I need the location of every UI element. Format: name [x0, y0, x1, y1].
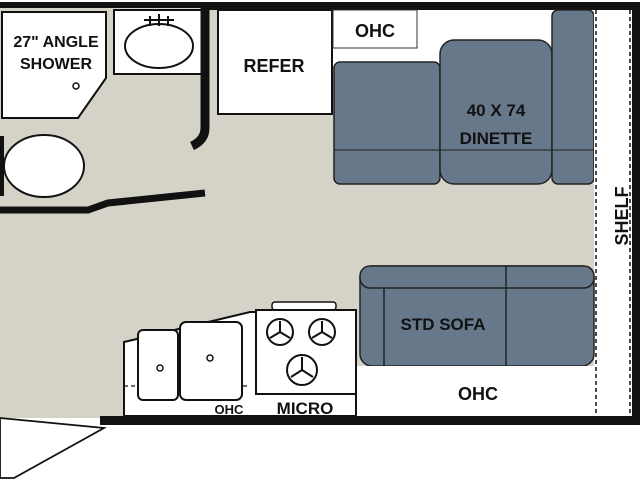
refrigerator [217, 9, 333, 115]
wall-bottom [100, 416, 640, 425]
dinette-seat-left [333, 61, 441, 185]
refer-label: REFER [243, 56, 304, 76]
entry-door [0, 417, 107, 479]
sink-ohc-label: OHC [215, 402, 245, 417]
burner-icon [308, 318, 336, 346]
cooktop [255, 309, 357, 395]
burner-icon [286, 354, 318, 386]
shower-label-line1: 27" ANGLE [13, 34, 99, 51]
shelf-label: SHELF [612, 186, 632, 245]
ohc-top-door [332, 9, 418, 49]
sofa-label: STD SOFA [400, 315, 485, 334]
sink-drain-left-icon [156, 364, 164, 372]
shower [1, 11, 107, 119]
bath-sink [124, 23, 194, 69]
burner-icon [266, 318, 294, 346]
wall-top [0, 2, 640, 10]
dinette-seat-right [551, 9, 595, 185]
bath-wall-bottom [0, 189, 206, 214]
sofa-back [359, 265, 595, 289]
wall-right [632, 2, 640, 425]
shower-drain-icon [72, 82, 80, 90]
sink-drain-right-icon [206, 354, 214, 362]
dinette-label-line1: 40 X 74 [467, 101, 526, 120]
faucet-icon [144, 14, 174, 26]
toilet [3, 134, 85, 198]
toilet-tank [0, 136, 4, 196]
micro-label: MICRO [277, 399, 334, 418]
shower-label-line2: SHOWER [20, 56, 92, 73]
ohc-bottom-label: OHC [458, 384, 498, 404]
range-top-bar [271, 301, 337, 311]
ohc-bottom-cabinet [356, 366, 594, 416]
bath-wall-right [189, 8, 210, 151]
dinette-label-line2: DINETTE [460, 129, 533, 148]
shelf [594, 10, 632, 416]
ohc-top-label: OHC [355, 21, 395, 41]
